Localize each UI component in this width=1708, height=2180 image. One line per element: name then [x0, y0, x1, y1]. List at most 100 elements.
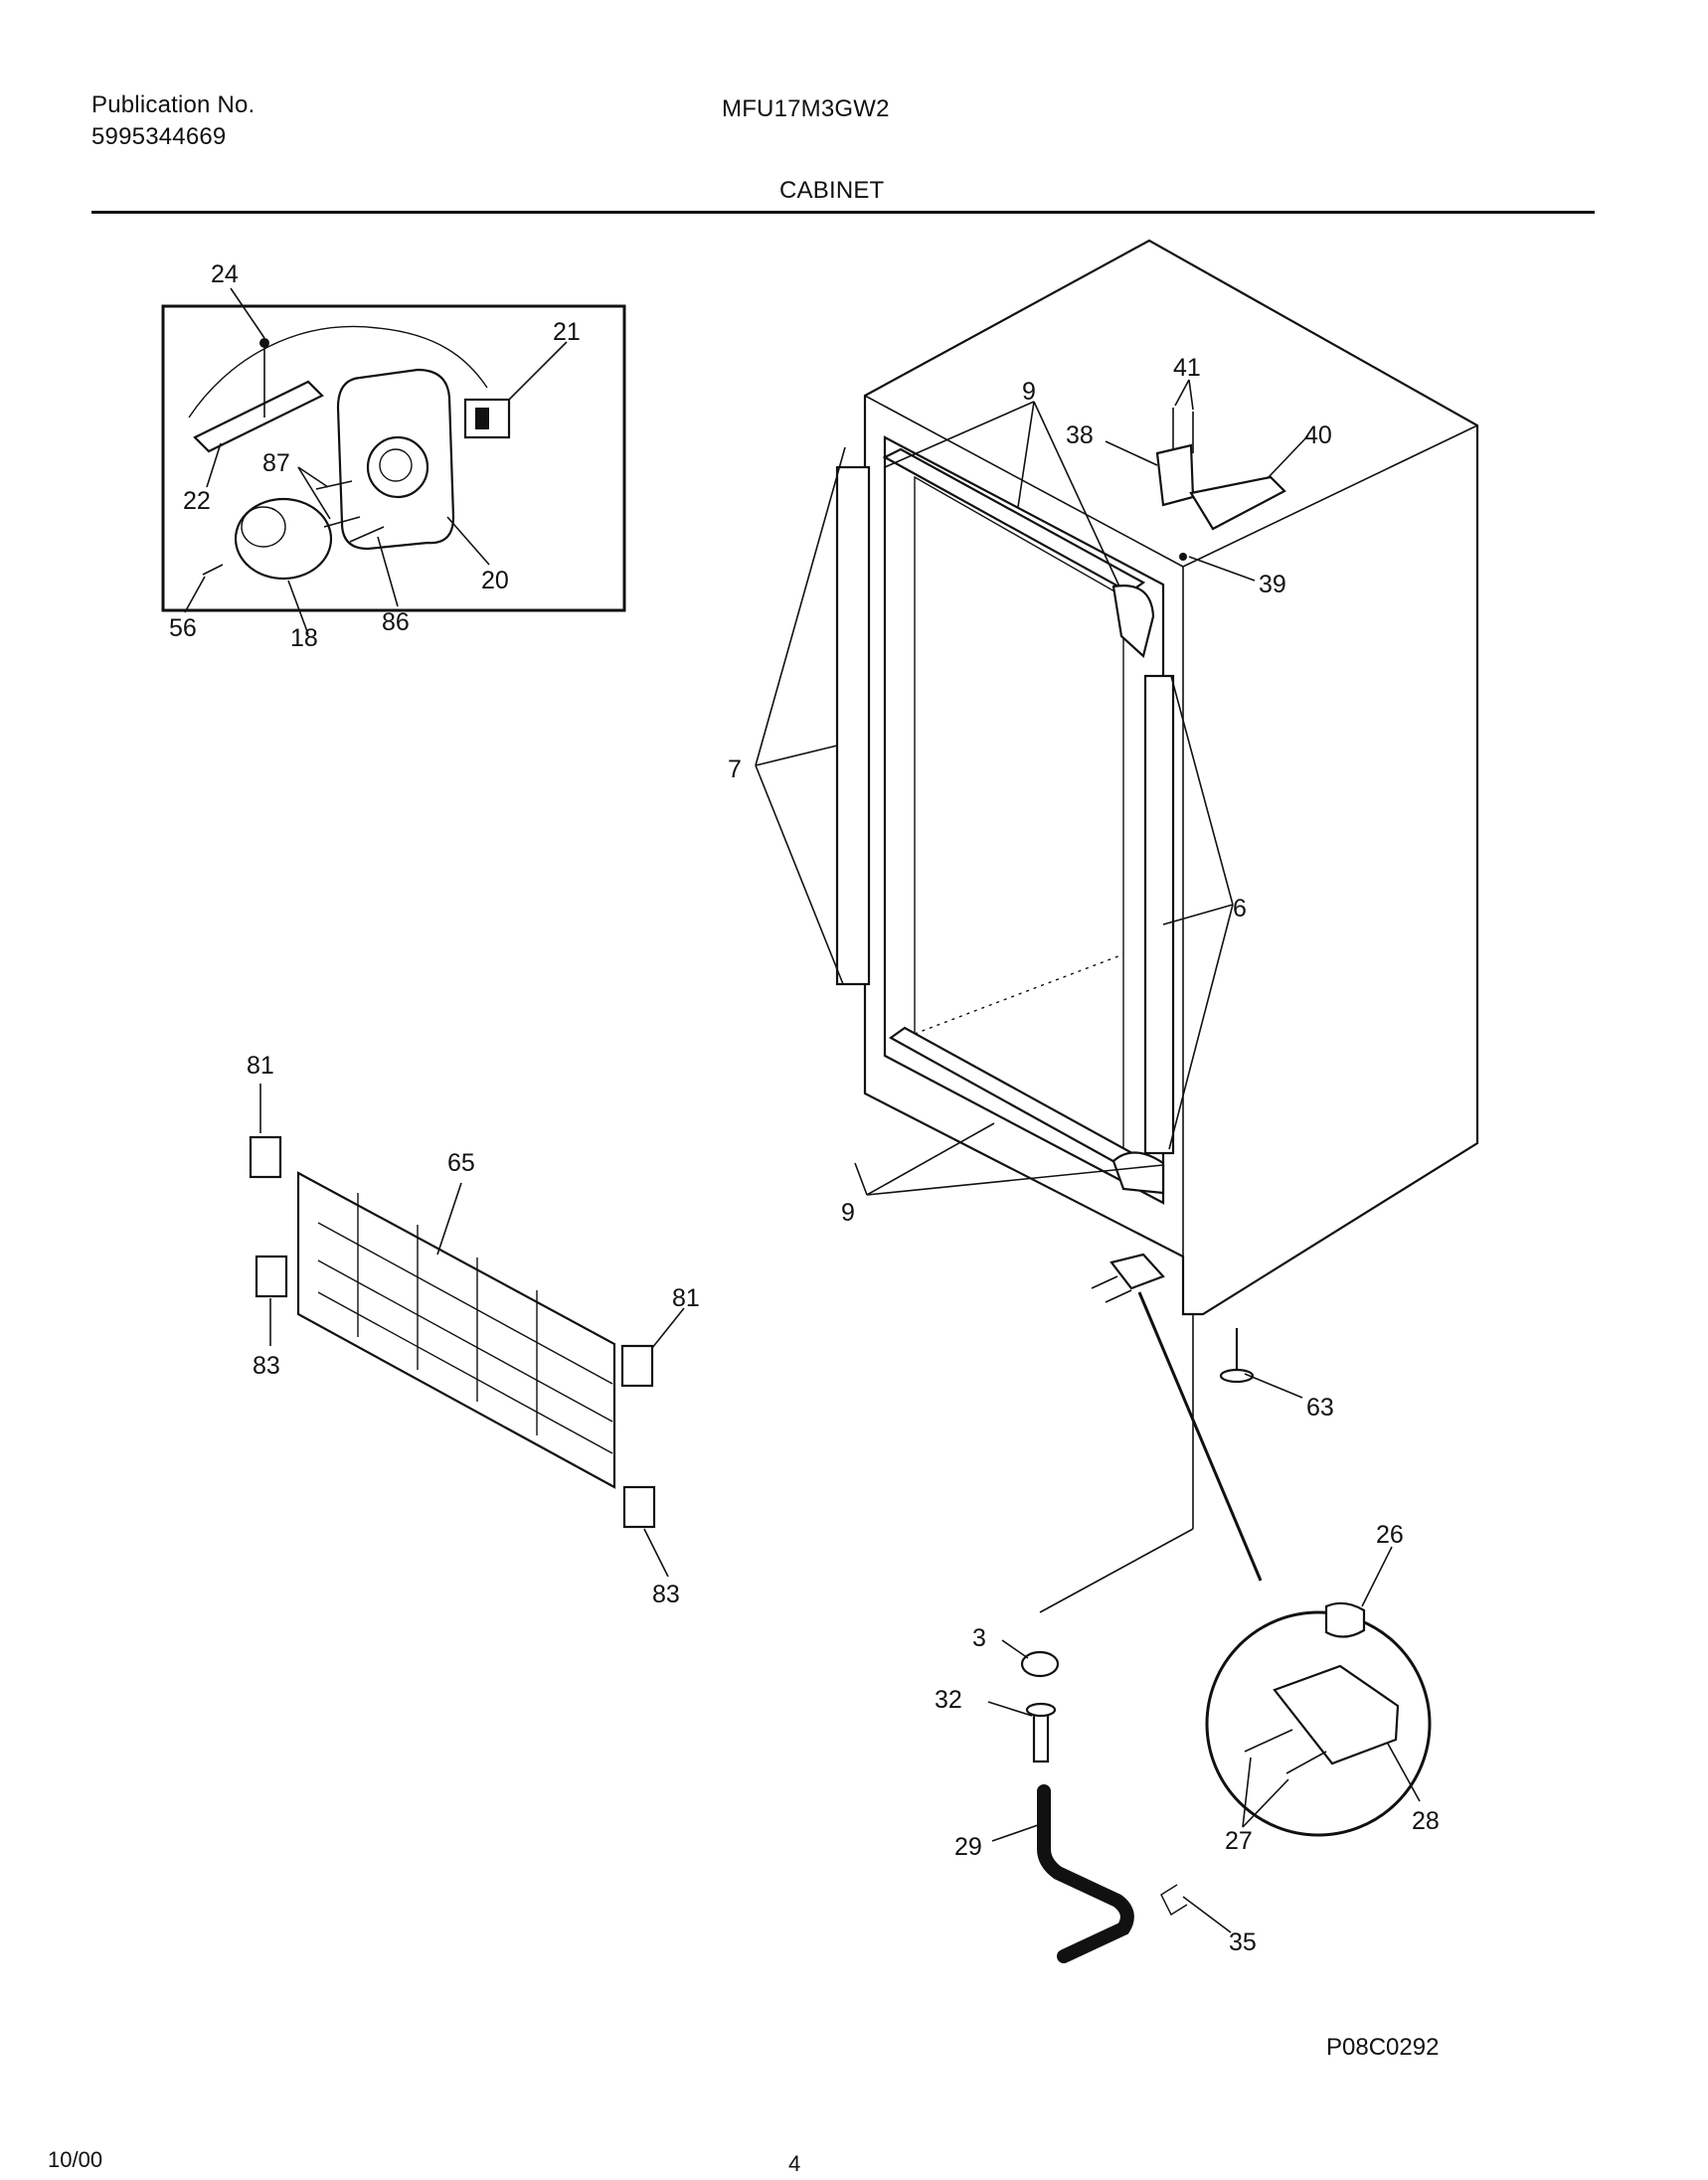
top-corner-block	[1111, 585, 1155, 659]
callout-3: 3	[972, 1624, 986, 1652]
model-number: MFU17M3GW2	[722, 95, 890, 122]
housing-opening-inner	[379, 448, 413, 482]
callout-9-top: 9	[1022, 378, 1036, 406]
light-assembly-inset: 24 21 22 87 20 56 18 86	[161, 260, 626, 652]
clip-81-left	[249, 1135, 282, 1179]
leader-63	[1244, 1373, 1303, 1399]
publication-number: 5995344669	[91, 123, 227, 150]
callout-9-bottom: 9	[841, 1199, 855, 1227]
detail-connector	[1137, 1291, 1263, 1582]
callout-38: 38	[1066, 421, 1094, 449]
callout-18: 18	[290, 624, 318, 652]
hinge-pin-26	[1324, 1601, 1366, 1638]
leader-24	[230, 287, 265, 339]
leader-9-bottom-c	[866, 1164, 1164, 1196]
screw-87-b	[323, 516, 361, 528]
callout-83-right: 83	[652, 1581, 680, 1608]
leader-87-a	[297, 466, 329, 488]
callout-81-left: 81	[247, 1052, 274, 1080]
callout-24: 24	[211, 260, 239, 288]
cabinet-liner	[883, 435, 1165, 1205]
drain-assembly: 3 32 29 35	[935, 1624, 1257, 1963]
cabinet-body: 9 41 38 40 39 7 6 9 63	[728, 239, 1479, 1613]
housing-opening	[366, 435, 429, 499]
hinge-screw-27-a	[1244, 1729, 1293, 1753]
callout-26: 26	[1376, 1521, 1404, 1549]
basket-frame	[296, 1171, 616, 1489]
callout-81-right: 81	[672, 1284, 700, 1312]
callout-7: 7	[728, 755, 742, 783]
cabinet-top-right-edge	[1182, 424, 1478, 568]
drain-tube-32-head	[1025, 1702, 1057, 1718]
callout-65: 65	[447, 1149, 475, 1177]
light-socket-bar	[193, 380, 324, 453]
callout-83-left: 83	[253, 1352, 280, 1380]
leader-9-top-a	[884, 401, 1035, 468]
liner-floor-line	[914, 953, 1124, 1035]
leveling-leg-foot	[1219, 1368, 1255, 1384]
diagram-code: P08C0292	[1326, 2034, 1440, 2061]
screw-87-a	[315, 480, 353, 490]
light-globe	[234, 497, 333, 581]
leader-81-right	[651, 1307, 685, 1349]
callout-63: 63	[1306, 1394, 1334, 1422]
drain-tube-32	[1032, 1708, 1050, 1763]
leader-32	[987, 1701, 1033, 1717]
screw-56	[202, 564, 224, 576]
hinge-bracket-40	[1189, 475, 1286, 531]
section-title: CABINET	[779, 177, 885, 204]
callout-28: 28	[1412, 1807, 1440, 1835]
left-gasket-strip	[835, 465, 871, 986]
callout-35: 35	[1229, 1928, 1257, 1956]
leader-22	[206, 442, 222, 488]
callout-39: 39	[1259, 571, 1286, 598]
hinge-screw-27-b	[1285, 1751, 1327, 1774]
clip-81-right	[620, 1344, 654, 1388]
bottom-hinge-screw-a	[1091, 1275, 1118, 1289]
basket-wire-3	[317, 1291, 613, 1454]
screw-86	[349, 526, 385, 543]
leader-3	[1001, 1639, 1029, 1659]
leader-20	[446, 516, 490, 566]
clip-83-left	[255, 1255, 288, 1298]
hinge-plate-28	[1273, 1664, 1400, 1765]
switch-plunger	[475, 408, 489, 429]
bottom-hinge-detail: 26 27 28	[1205, 1521, 1440, 1855]
leader-41-b	[1188, 379, 1194, 411]
bottom-corner-block	[1111, 1151, 1165, 1195]
leader-41-a	[1174, 379, 1190, 407]
shelf-basket: 81 65 81 83 83	[247, 1052, 700, 1608]
callout-20: 20	[481, 567, 509, 594]
drain-hose-29	[1037, 1784, 1134, 1963]
leader-39	[1188, 556, 1256, 582]
leader-9-top-b	[1017, 401, 1035, 508]
leader-35	[1182, 1896, 1232, 1933]
leader-9-bottom-a	[854, 1162, 868, 1196]
basket-wire-2	[317, 1259, 613, 1423]
callout-21: 21	[553, 318, 581, 346]
clip-83-right	[622, 1485, 656, 1529]
hinge-shim-39	[1179, 553, 1187, 561]
leader-56	[184, 576, 206, 613]
callout-86: 86	[382, 608, 410, 636]
callout-87: 87	[262, 449, 290, 477]
basket-wire-1	[317, 1222, 613, 1385]
leader-87-b	[297, 466, 331, 520]
leader-28	[1387, 1743, 1421, 1802]
leader-86	[377, 536, 399, 607]
callout-22: 22	[183, 487, 211, 515]
header-rule	[91, 211, 1595, 214]
leader-65	[436, 1182, 462, 1256]
callout-41: 41	[1173, 354, 1201, 382]
detail-circle	[1205, 1610, 1432, 1837]
publication-label: Publication No.	[91, 91, 256, 118]
callout-27: 27	[1225, 1827, 1253, 1855]
footer-date: 10/00	[48, 2147, 103, 2172]
leader-83-right	[643, 1528, 669, 1578]
right-gasket-strip	[1143, 674, 1175, 1155]
leader-38	[1105, 440, 1158, 466]
leader-6-a	[1170, 675, 1234, 906]
leader-7-c	[755, 764, 844, 985]
leader-6-c	[1168, 904, 1234, 1150]
